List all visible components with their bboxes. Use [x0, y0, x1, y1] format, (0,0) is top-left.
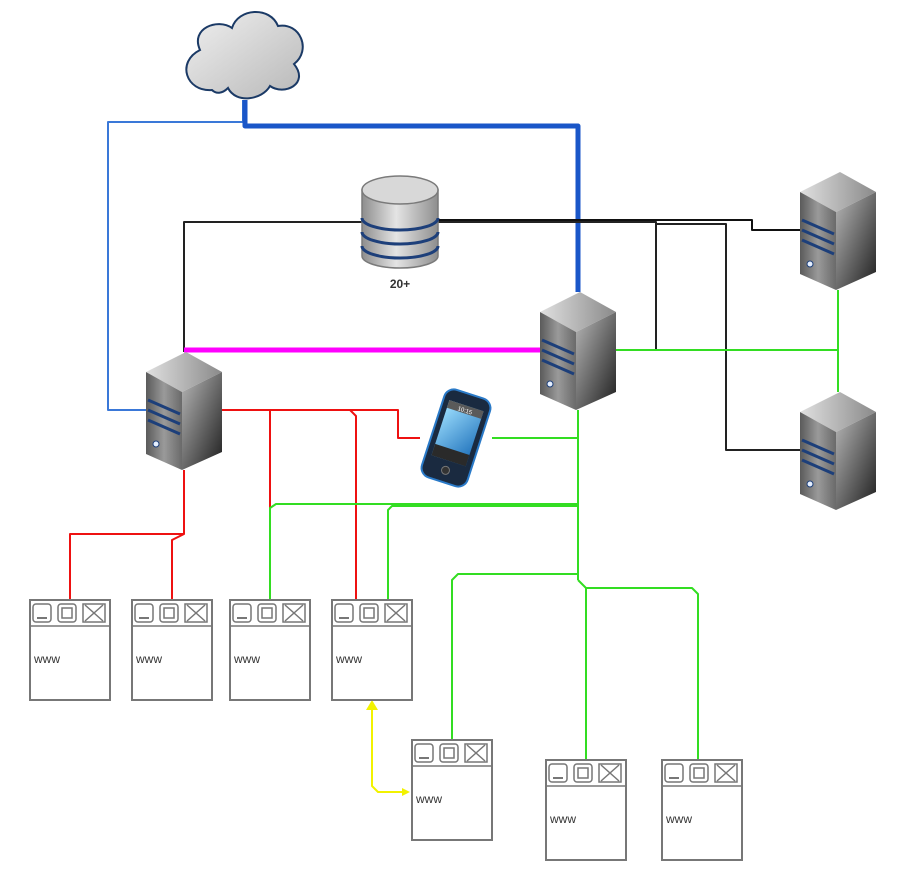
- browser-url-label: www: [665, 812, 692, 826]
- link-left-server-to-database: [183, 221, 362, 352]
- maximize-icon[interactable]: [689, 763, 709, 783]
- close-icon[interactable]: [282, 603, 306, 623]
- minimize-icon[interactable]: [32, 603, 52, 623]
- close-icon[interactable]: [384, 603, 408, 623]
- close-icon[interactable]: [464, 743, 488, 763]
- maximize-icon[interactable]: [57, 603, 77, 623]
- link-database-to-right-bottom-server: [656, 223, 800, 451]
- browser-window-4[interactable]: www: [331, 599, 413, 701]
- link-left-server-to-browser-1: [69, 470, 185, 600]
- link-cloud-to-center-server: [242, 100, 581, 292]
- browser-url-label: www: [233, 652, 260, 666]
- link-center-server-to-browser-6: [577, 579, 587, 760]
- server-icon: [146, 352, 222, 470]
- close-icon[interactable]: [184, 603, 208, 623]
- minimize-icon[interactable]: [664, 763, 684, 783]
- database-icon: [360, 175, 440, 269]
- maximize-icon[interactable]: [439, 743, 459, 763]
- browser-url-label: www: [549, 812, 576, 826]
- database-count-label: 20+: [390, 277, 410, 291]
- maximize-icon[interactable]: [573, 763, 593, 783]
- close-icon[interactable]: [598, 763, 622, 783]
- server-right-bottom[interactable]: [800, 392, 876, 510]
- browser-window-7[interactable]: www: [661, 759, 743, 861]
- minimize-icon[interactable]: [548, 763, 568, 783]
- minimize-icon[interactable]: [232, 603, 252, 623]
- smartphone-icon[interactable]: 10:15: [419, 387, 493, 489]
- server-icon: [540, 292, 616, 410]
- server-left[interactable]: [146, 352, 222, 470]
- browser-window-6[interactable]: www: [545, 759, 627, 861]
- arrowhead-up: [366, 700, 378, 710]
- minimize-icon[interactable]: [134, 603, 154, 623]
- link-center-server-to-browser-7: [586, 587, 699, 772]
- link-browser-4-to-browser-5: [371, 706, 410, 796]
- browser-url-label: www: [33, 652, 60, 666]
- browser-url-label: www: [335, 652, 362, 666]
- link-database-to-right-top-server: [438, 219, 800, 231]
- server-icon: [800, 172, 876, 290]
- cloud-icon: [185, 11, 304, 100]
- maximize-icon[interactable]: [159, 603, 179, 623]
- server-center[interactable]: [540, 292, 616, 410]
- browser-url-label: www: [135, 652, 162, 666]
- server-icon: [800, 392, 876, 510]
- browser-window-2[interactable]: www: [131, 599, 213, 701]
- phone-screen-time: 10:15: [457, 406, 474, 417]
- minimize-icon[interactable]: [334, 603, 354, 623]
- link-center-server-to-browser-5: [451, 573, 578, 740]
- browser-url-label: www: [415, 792, 442, 806]
- browser-window-5[interactable]: www: [411, 739, 493, 841]
- link-left-server-to-browser-2: [171, 533, 185, 600]
- link-center-server-to-browser-3: [269, 496, 579, 600]
- browser-window-3[interactable]: www: [229, 599, 311, 701]
- browser-window-1[interactable]: www: [29, 599, 111, 701]
- browser-windows: www www www www www www www: [29, 599, 743, 861]
- close-icon[interactable]: [82, 603, 106, 623]
- connections: [69, 100, 839, 796]
- maximize-icon[interactable]: [257, 603, 277, 623]
- maximize-icon[interactable]: [359, 603, 379, 623]
- minimize-icon[interactable]: [414, 743, 434, 763]
- link-left-server-to-phone: [222, 409, 420, 439]
- link-left-server-to-browser-4: [349, 409, 357, 600]
- server-right-top[interactable]: [800, 172, 876, 290]
- link-center-server-to-phone: [492, 410, 579, 439]
- link-center-server-to-browser-4: [387, 505, 578, 600]
- close-icon[interactable]: [714, 763, 738, 783]
